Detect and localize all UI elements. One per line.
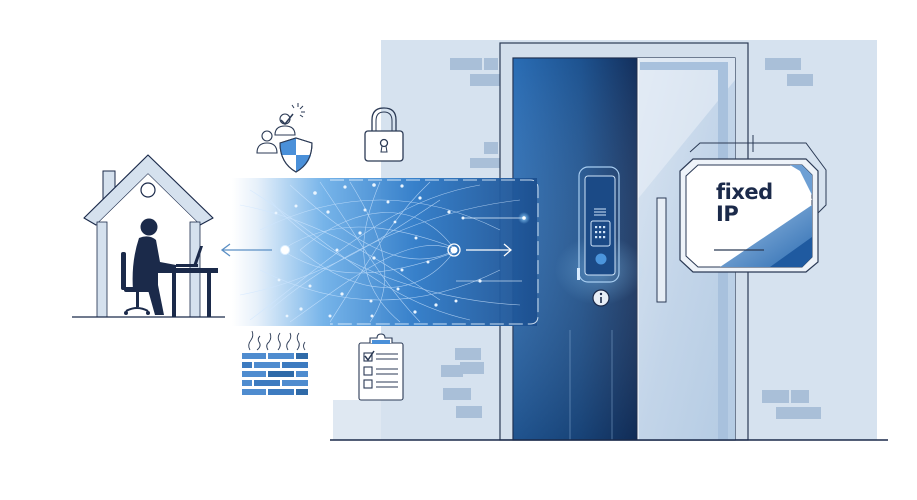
access-keypad-icon[interactable] xyxy=(577,166,620,283)
sign-line-1: fixed xyxy=(716,180,773,204)
checklist-icon xyxy=(358,333,404,401)
network-nodes xyxy=(274,183,482,318)
padlock-icon xyxy=(364,107,404,162)
fixed-ip-sign xyxy=(679,135,827,273)
firewall-icon xyxy=(242,330,308,395)
remote-worker-icon xyxy=(121,218,218,317)
user-verified-shield-icon xyxy=(256,103,313,173)
node-left xyxy=(280,245,290,255)
wall-bricks xyxy=(441,58,821,419)
house-icon xyxy=(72,154,225,318)
network-connection-beam xyxy=(232,178,539,326)
fixed-ip-label: fixed IP xyxy=(716,181,806,225)
node-right xyxy=(447,243,461,257)
arrow-left-icon xyxy=(220,243,272,257)
sign-line-2: IP xyxy=(716,202,739,226)
arrow-right-icon xyxy=(466,243,512,257)
info-icon[interactable] xyxy=(592,289,610,307)
